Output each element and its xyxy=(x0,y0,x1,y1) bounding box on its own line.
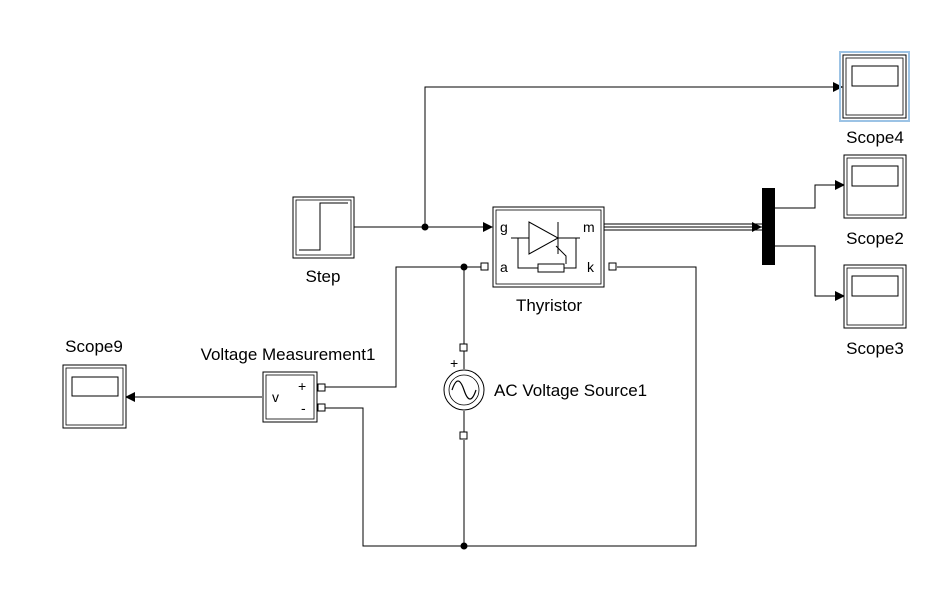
mux-to-scope2-line[interactable] xyxy=(775,180,845,209)
thyristor-port-k-connector[interactable] xyxy=(608,262,617,271)
junction-top xyxy=(460,263,468,271)
scope2-block[interactable]: Scope2 xyxy=(843,154,907,248)
scope3-block[interactable]: Scope3 xyxy=(843,264,907,358)
source-plus-sign: + xyxy=(450,355,458,371)
scope9-block[interactable]: Scope9 xyxy=(62,337,127,429)
source-plus-connector[interactable] xyxy=(459,343,468,352)
wire-vm-minus-return[interactable] xyxy=(325,407,464,547)
scope2-label: Scope2 xyxy=(846,229,904,248)
sine-wave-icon xyxy=(451,380,477,400)
signal-lines xyxy=(125,82,845,402)
thyristor-block[interactable]: g m a k Thyristor xyxy=(492,206,605,315)
thyristor-port-a: a xyxy=(500,259,508,275)
scope4-label: Scope4 xyxy=(846,128,904,147)
voltage-measurement-label: Voltage Measurement1 xyxy=(201,345,376,364)
junction-bottom xyxy=(460,542,468,550)
scope-screen-icon xyxy=(851,275,899,297)
thyristor-port-g: g xyxy=(500,219,508,235)
vm-port-minus: - xyxy=(301,400,306,416)
thyristor-port-m: m xyxy=(583,219,595,235)
vm-port-v: v xyxy=(272,389,279,405)
thyristor-port-k: k xyxy=(587,259,595,275)
branch-point xyxy=(421,223,429,231)
scope-screen-icon xyxy=(851,165,899,187)
ac-voltage-source-label: AC Voltage Source1 xyxy=(494,381,647,400)
selection-highlight xyxy=(839,51,910,122)
scope9-label: Scope9 xyxy=(65,337,123,356)
ac-voltage-source-block[interactable]: + AC Voltage Source1 xyxy=(443,343,647,440)
step-to-scope4-line[interactable] xyxy=(424,82,843,227)
vm-port-plus: + xyxy=(298,378,306,394)
wire-k-return[interactable] xyxy=(464,266,697,547)
source-minus-connector[interactable] xyxy=(459,431,468,440)
scope-screen-icon xyxy=(851,65,899,87)
vm-minus-connector[interactable] xyxy=(317,403,326,412)
bus-to-mux[interactable] xyxy=(604,222,762,232)
step-label: Step xyxy=(306,267,341,286)
thyristor-label: Thyristor xyxy=(516,296,582,315)
mux-to-scope3-line[interactable] xyxy=(775,245,845,301)
mux-block[interactable] xyxy=(762,188,775,265)
vm-plus-connector[interactable] xyxy=(317,383,326,392)
voltage-measurement-block[interactable]: v + - Voltage Measurement1 xyxy=(201,345,376,423)
electrical-lines xyxy=(325,263,697,550)
thyristor-port-a-connector[interactable] xyxy=(480,262,489,271)
scope4-block[interactable]: Scope4 xyxy=(839,51,910,147)
scope3-label: Scope3 xyxy=(846,339,904,358)
thyristor-symbol-icon xyxy=(511,221,580,273)
step-block[interactable]: Step xyxy=(292,196,355,286)
wire-a-to-vm-plus[interactable] xyxy=(325,266,484,388)
scope-screen-icon xyxy=(71,376,119,397)
